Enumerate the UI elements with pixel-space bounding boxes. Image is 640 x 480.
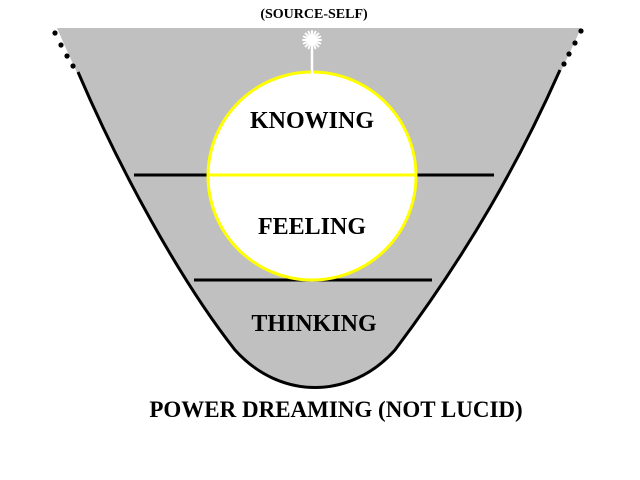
source-label: (SOURCE-SELF)	[260, 7, 368, 22]
diagram-caption: POWER DREAMING (NOT LUCID)	[149, 397, 522, 422]
funnel-outline	[76, 69, 562, 389]
level-label-knowing: KNOWING	[250, 108, 374, 134]
funnel-dotted-edge-left	[52, 30, 76, 69]
level-label-feeling: FEELING	[258, 214, 366, 240]
sun-icon	[302, 30, 322, 50]
funnel-dotted-edge-right	[561, 28, 584, 67]
level-label-thinking: THINKING	[251, 311, 377, 337]
